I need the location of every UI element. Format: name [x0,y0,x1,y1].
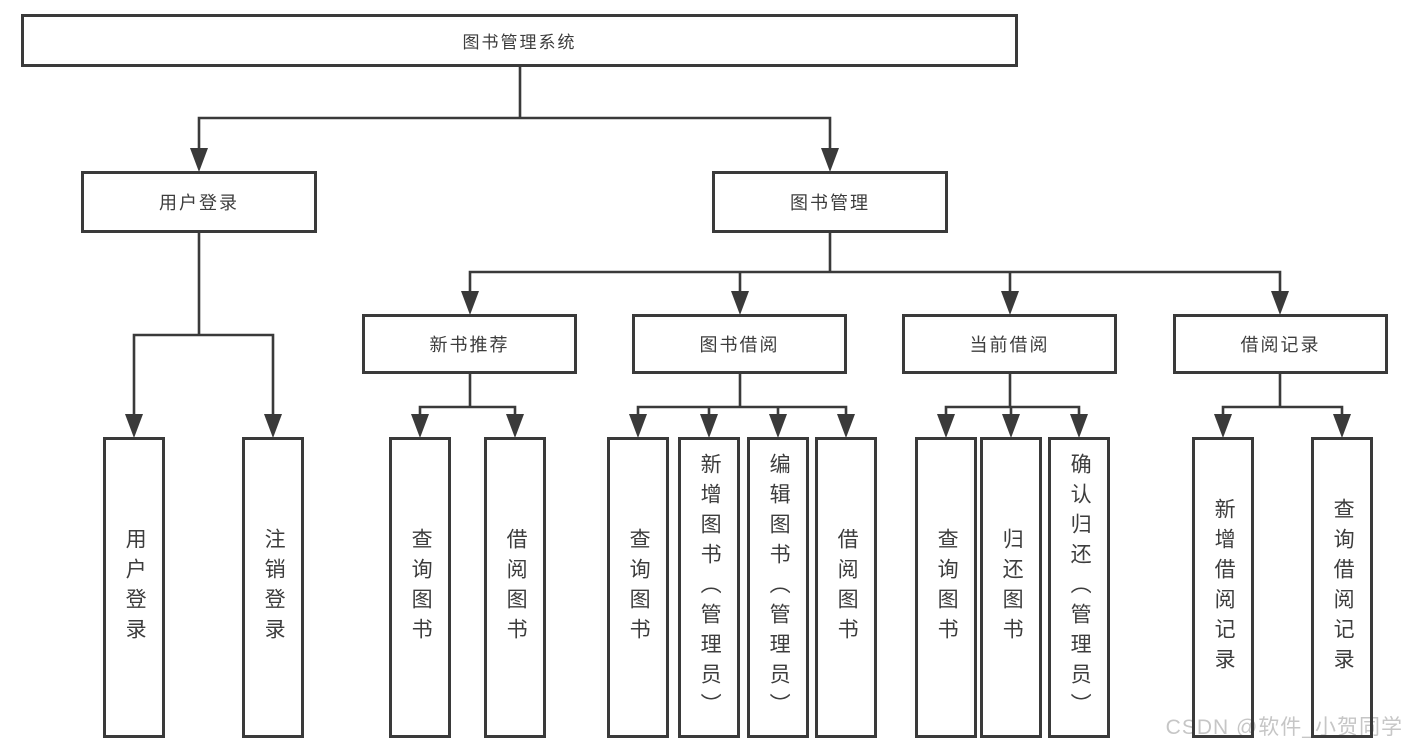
leaf-query-books-recommend: 查询图书 [389,437,451,738]
leaf-add-book-admin: 新增图书（管理员） [678,437,740,738]
leaf-label: 查询图书 [935,527,959,648]
leaf-query-borrow-record: 查询借阅记录 [1311,437,1373,738]
leaf-label: 确认归还（管理员） [1068,452,1092,723]
leaf-user-login: 用户登录 [103,437,165,738]
leaf-label: 借阅图书 [504,527,528,648]
leaf-edit-book-admin: 编辑图书（管理员） [747,437,809,738]
node-root: 图书管理系统 [21,14,1018,67]
leaf-query-books-current: 查询图书 [915,437,977,738]
csdn-watermark: CSDN @软件_小贺同学 [1165,716,1403,739]
leaf-label: 查询借阅记录 [1331,497,1355,678]
leaf-label: 归还图书 [1000,527,1024,648]
node-user-login: 用户登录 [81,171,317,233]
leaf-label: 新增借阅记录 [1212,497,1236,678]
leaf-confirm-return-admin: 确认归还（管理员） [1048,437,1110,738]
leaf-label: 查询图书 [409,527,433,648]
node-book-management: 图书管理 [712,171,948,233]
leaf-borrow-books-recommend: 借阅图书 [484,437,546,738]
leaf-label: 借阅图书 [835,527,859,648]
node-current-borrow: 当前借阅 [902,314,1117,374]
leaf-label: 查询图书 [627,527,651,648]
leaf-query-books-borrow: 查询图书 [607,437,669,738]
node-borrow-records: 借阅记录 [1173,314,1388,374]
leaf-logout: 注销登录 [242,437,304,738]
leaf-return-books: 归还图书 [980,437,1042,738]
leaf-label: 用户登录 [123,527,147,648]
leaf-label: 新增图书（管理员） [698,452,722,723]
leaf-borrow-books-borrow: 借阅图书 [815,437,877,738]
leaf-label: 编辑图书（管理员） [767,452,791,723]
leaf-add-borrow-record: 新增借阅记录 [1192,437,1254,738]
node-new-book-recommend: 新书推荐 [362,314,577,374]
leaf-label: 注销登录 [262,527,286,648]
node-book-borrow: 图书借阅 [632,314,847,374]
